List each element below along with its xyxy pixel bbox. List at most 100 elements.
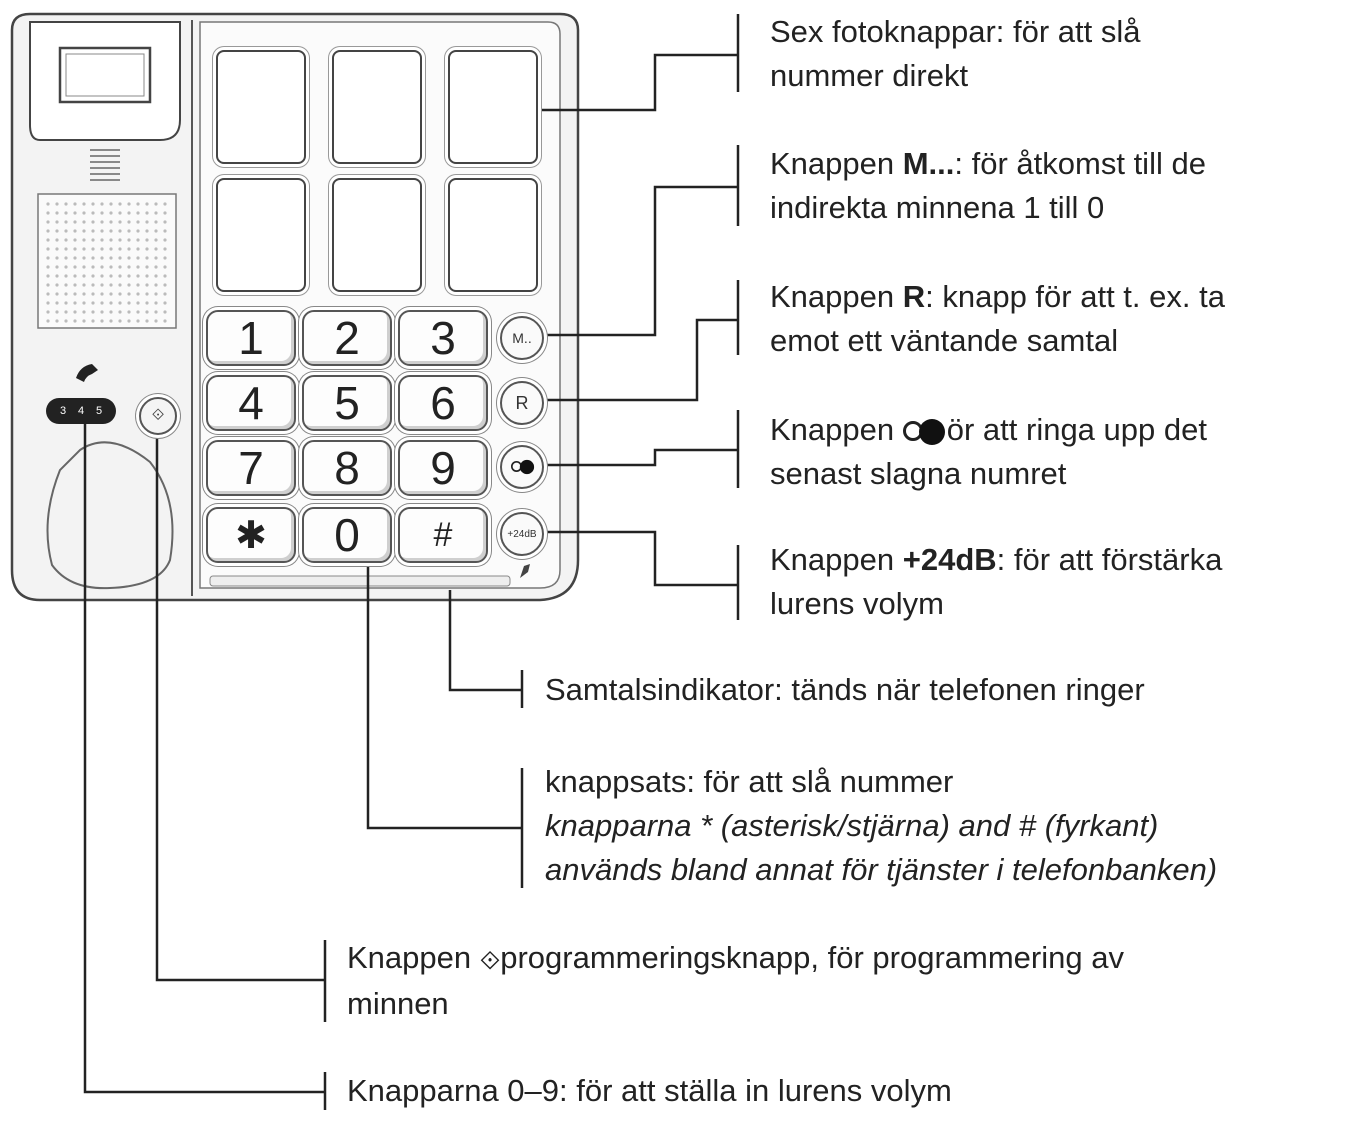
grill-dot <box>82 229 86 233</box>
grill-dot <box>127 256 131 260</box>
grill-dot <box>109 256 113 260</box>
callout-memory-line2: indirekta minnena 1 till 0 <box>770 190 1105 225</box>
grill-dot <box>100 310 104 314</box>
grill-dot <box>118 283 122 287</box>
callout-boost-rest: : för att förstärka <box>996 542 1223 577</box>
grill-dot <box>136 283 140 287</box>
grill-dot <box>46 238 50 242</box>
key-0[interactable]: 0 <box>302 507 392 563</box>
grill-dot <box>127 283 131 287</box>
key-4[interactable]: 4 <box>206 375 296 431</box>
grill-dot <box>73 256 77 260</box>
boost-button[interactable]: +24dB <box>500 512 544 556</box>
grill-dot <box>64 238 68 242</box>
hook-oval <box>46 441 174 590</box>
grill-dot <box>46 274 50 278</box>
key-7[interactable]: 7 <box>206 440 296 496</box>
grill-dot <box>46 256 50 260</box>
grill-dot <box>46 301 50 305</box>
grill-dot <box>145 238 149 242</box>
callout-program-prefix: Knappen <box>347 940 480 975</box>
grill-dot <box>64 274 68 278</box>
grill-dot <box>163 292 167 296</box>
grill-dot <box>118 319 122 323</box>
grill-dot <box>145 292 149 296</box>
grill-dot <box>55 229 59 233</box>
grill-dot <box>82 202 86 206</box>
photo-button-3[interactable] <box>448 50 538 164</box>
grill-dot <box>109 211 113 215</box>
grill-dot <box>163 220 167 224</box>
grill-dot <box>136 247 140 251</box>
photo-button-2[interactable] <box>332 50 422 164</box>
grill-dot <box>46 310 50 314</box>
grill-dot <box>82 256 86 260</box>
grill-dot <box>55 292 59 296</box>
callout-photo-line1: Sex fotoknappar: för att slå <box>770 14 1141 49</box>
grill-dot <box>145 265 149 269</box>
callout-program-line2: minnen <box>347 985 449 1021</box>
key-2[interactable]: 2 <box>302 310 392 366</box>
grill-dot <box>145 202 149 206</box>
r-button[interactable]: R <box>500 381 544 425</box>
grill-dot <box>118 238 122 242</box>
grill-dot <box>82 319 86 323</box>
key-1[interactable]: 1 <box>206 310 296 366</box>
call-indicator-bar <box>209 575 511 587</box>
grill-dot <box>154 274 158 278</box>
callout-memory-prefix: Knappen <box>770 146 903 181</box>
callout-photo-buttons: Sex fotoknappar: för att slå nummer dire… <box>770 10 1141 98</box>
grill-dot <box>136 229 140 233</box>
key-6[interactable]: 6 <box>398 375 488 431</box>
grill-dot <box>91 238 95 242</box>
grill-dot <box>91 319 95 323</box>
handset-spring <box>90 149 120 181</box>
grill-dot <box>100 319 104 323</box>
grill-dot <box>127 220 131 224</box>
grill-dot <box>100 229 104 233</box>
grill-dot <box>154 310 158 314</box>
photo-button-5[interactable] <box>332 178 422 292</box>
grill-dot <box>163 202 167 206</box>
callout-memory-bold: M... <box>902 146 955 181</box>
memory-button[interactable]: M.. <box>500 316 544 360</box>
key-5[interactable]: 5 <box>302 375 392 431</box>
grill-dot <box>64 211 68 215</box>
grill-dot <box>127 274 131 278</box>
grill-dot <box>118 202 122 206</box>
grill-dot <box>91 310 95 314</box>
key-3[interactable]: 3 <box>398 310 488 366</box>
photo-button-6[interactable] <box>448 178 538 292</box>
grill-dot <box>73 283 77 287</box>
photo-button-4[interactable] <box>216 178 306 292</box>
grill-dot <box>136 301 140 305</box>
volume-switch[interactable]: 3 4 5 <box>46 398 116 424</box>
speaker-grill <box>37 193 177 329</box>
callout-boost-bold: +24dB <box>902 542 997 577</box>
grill-dot <box>82 292 86 296</box>
grill-dot <box>109 202 113 206</box>
program-button[interactable]: ⟐ <box>139 397 177 435</box>
grill-dot <box>154 238 158 242</box>
grill-dot <box>82 247 86 251</box>
key-hash[interactable]: # <box>398 507 488 563</box>
grill-dot <box>73 292 77 296</box>
key-8[interactable]: 8 <box>302 440 392 496</box>
redial-button[interactable] <box>500 445 544 489</box>
grill-dot <box>64 319 68 323</box>
photo-button-1[interactable] <box>216 50 306 164</box>
grill-dot <box>55 247 59 251</box>
grill-dot <box>64 301 68 305</box>
grill-dot <box>145 310 149 314</box>
callout-redial-rest: ör att ringa upp det <box>946 412 1207 447</box>
grill-dot <box>91 247 95 251</box>
key-9[interactable]: 9 <box>398 440 488 496</box>
small-handset-icon <box>520 564 530 578</box>
grill-dot <box>91 265 95 269</box>
grill-dot <box>109 247 113 251</box>
key-star[interactable]: ✱ <box>206 507 296 563</box>
callout-redial-line2: senast slagna numret <box>770 456 1067 491</box>
grill-dot <box>73 220 77 224</box>
grill-dot <box>136 265 140 269</box>
grill-dot <box>55 283 59 287</box>
